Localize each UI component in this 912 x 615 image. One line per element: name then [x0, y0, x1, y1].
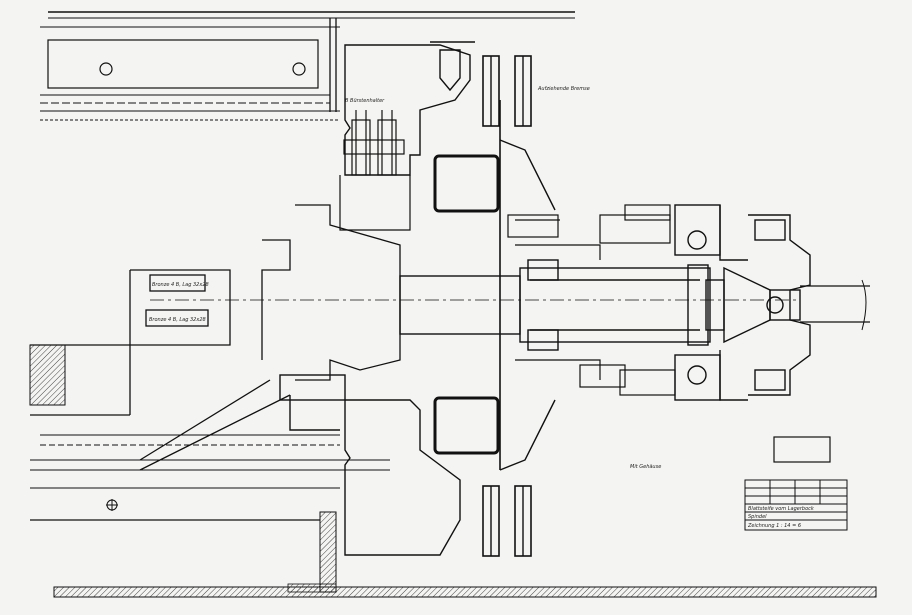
lower-rails	[30, 434, 390, 521]
label-box	[773, 436, 831, 463]
bearing-boxes	[507, 204, 676, 396]
top-left-beam	[40, 11, 575, 121]
ground-floor	[53, 511, 877, 598]
right-coupling	[674, 204, 811, 401]
title-line-3: Zeichnung 1 : 14 = 6	[747, 523, 801, 529]
upper-housing	[344, 41, 556, 470]
title-line-2: Spindel	[748, 514, 767, 520]
title-line-1: Blattsteife vom Lagerbock	[748, 506, 815, 512]
lower-housing	[279, 374, 556, 557]
label-brake: Aufziehende Bremse	[537, 86, 590, 92]
title-block	[744, 479, 848, 531]
label-bearing-lower: Bronze 4 B, Lag 32x28	[149, 317, 206, 323]
spring-block	[339, 110, 411, 231]
main-shaft	[150, 259, 870, 351]
left-bracket	[29, 204, 401, 471]
label-brush-holder: B Bürstenhalter	[345, 98, 385, 104]
label-housing-note: Mit Gehäuse	[630, 464, 661, 470]
label-bearing-upper: Bronze 4 B, Lag 32x28	[152, 282, 209, 288]
